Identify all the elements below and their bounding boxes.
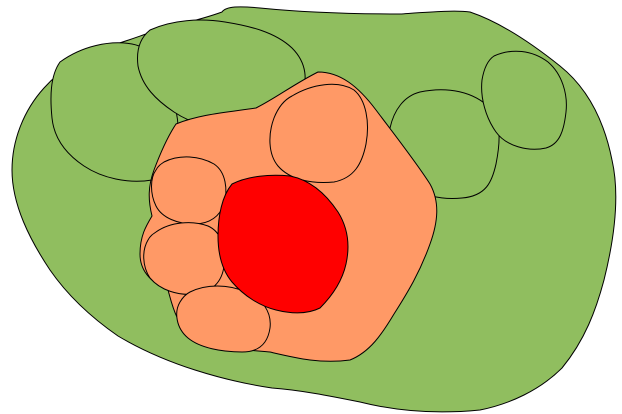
middle-lobe-left-lower <box>144 223 225 295</box>
middle-lobe-left-upper <box>152 157 226 224</box>
